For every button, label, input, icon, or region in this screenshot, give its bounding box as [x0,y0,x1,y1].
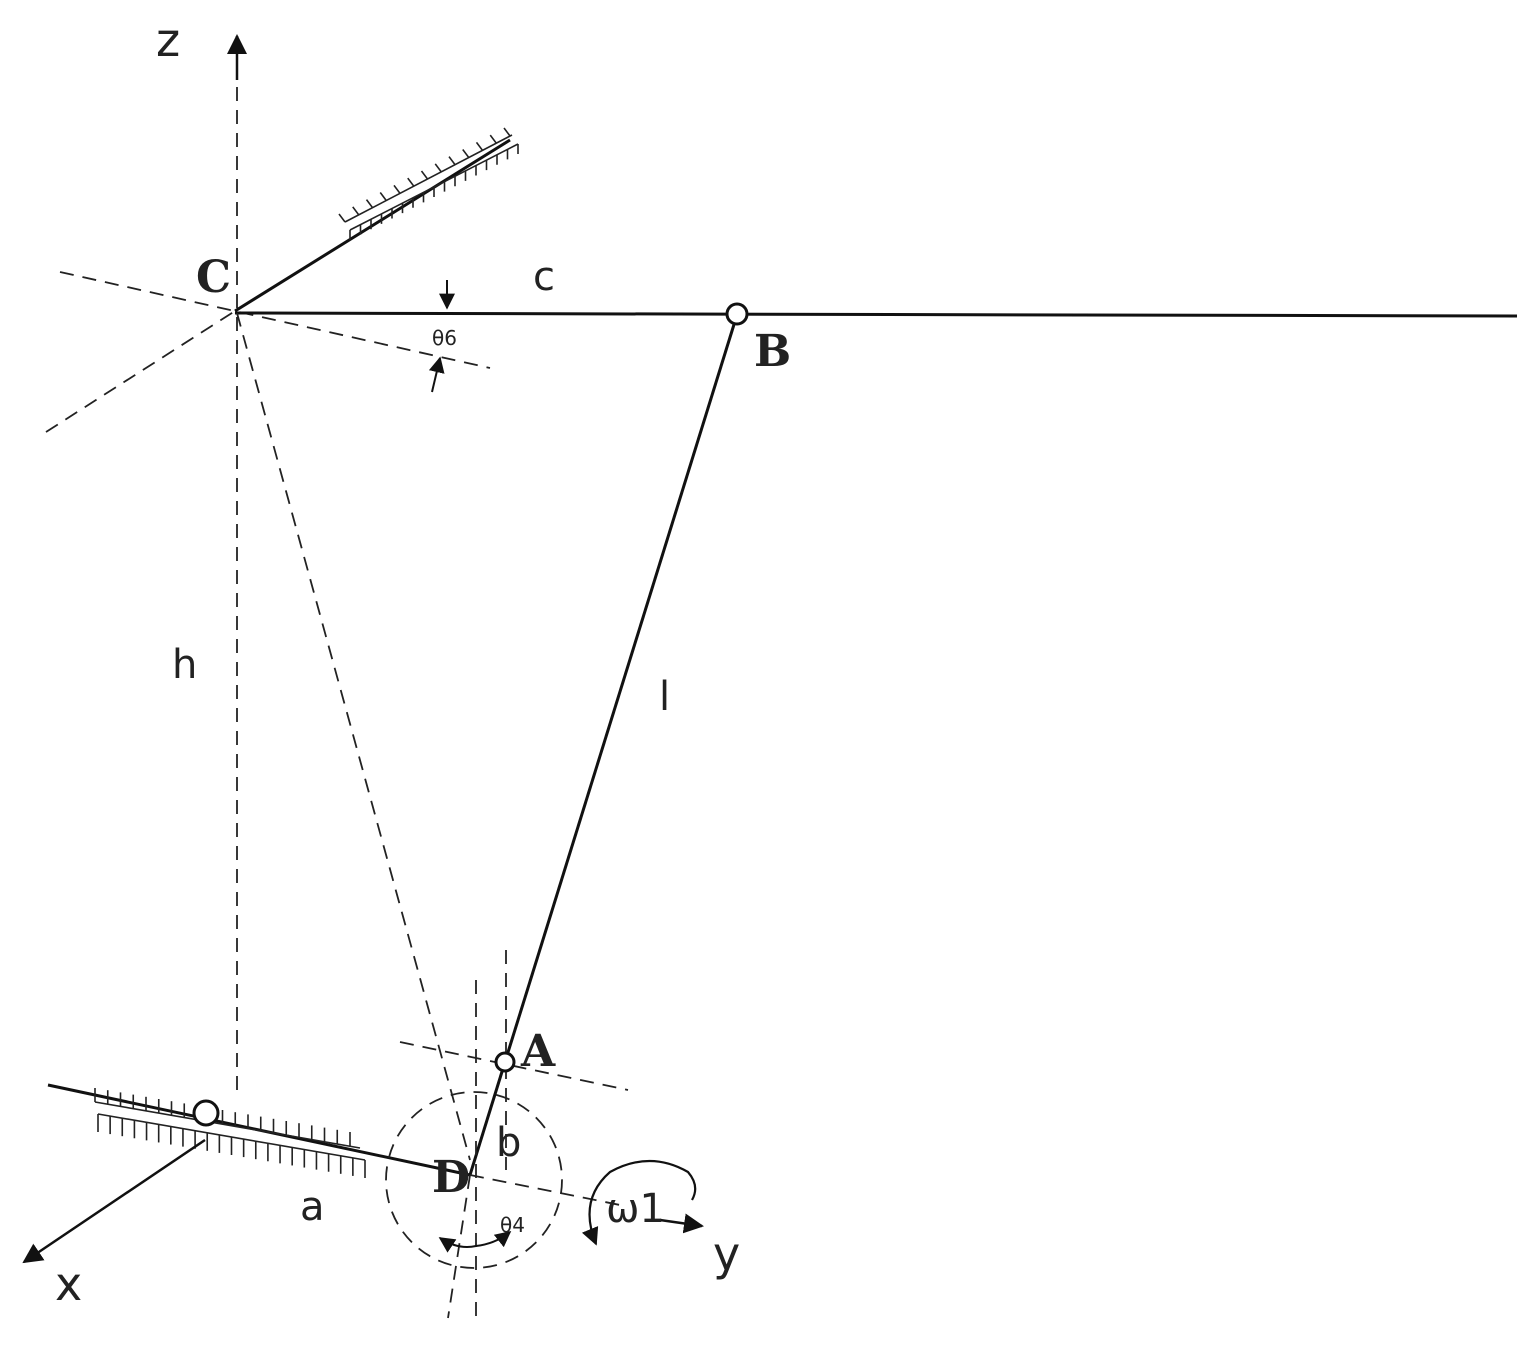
label-omega: ω1 [606,1186,665,1232]
label-angle-theta4: θ4 [500,1213,525,1237]
rail-hatch-tick [503,127,511,137]
joint-lower-slider [192,1099,220,1127]
rail-hatch-tick [462,149,470,158]
x-axis [22,1138,206,1264]
rail-hatch-tick [448,156,456,166]
rail-hatch-tick [365,199,374,209]
joint-a [494,1051,516,1073]
rail-hatch-tick [407,177,415,187]
rail-hatch-tick [420,170,429,180]
c-dashed-axis-line [45,310,236,433]
label-point-b: B [754,326,791,377]
rail-hatch-tick [393,184,401,194]
angle-theta6-marker [428,280,455,393]
label-length-c: c [533,254,555,300]
angle-theta4-arc [438,1231,512,1253]
lower-guide-rail [47,1083,471,1178]
label-length-b: b [496,1120,521,1166]
label-point-c: C [196,252,231,303]
crank-path-circle [385,1091,563,1269]
label-x: x [55,1257,82,1311]
upper-guide-rail [234,127,519,313]
label-length-l: l [659,674,670,720]
label-point-a: A [520,1026,556,1077]
rail-hatch-tick [489,134,497,144]
rail-hatch-tick [475,141,484,151]
rail-hatch-tick [434,163,442,173]
c-b-guide-line [234,311,1518,318]
label-angle-theta6: θ6 [432,326,457,350]
rail-hatch-tick [379,192,387,201]
label-y: y [713,1227,740,1281]
label-point-d: D [432,1152,470,1203]
label-length-a: a [300,1184,325,1230]
label-z: z [156,13,180,67]
c-d-dashed-line [236,312,471,1161]
crank-b [468,1061,507,1176]
connecting-rod-l [503,317,738,1063]
label-length-h: h [172,642,197,688]
rail-hatch-tick [352,206,360,216]
omega-rotation-arrow [581,1159,697,1246]
y-axis-arrow [659,1213,704,1234]
joint-b [725,302,749,326]
c-dashed-cross-line [59,271,491,369]
y-axis-dashed [469,1174,621,1206]
rail-hatch-tick [338,213,346,223]
